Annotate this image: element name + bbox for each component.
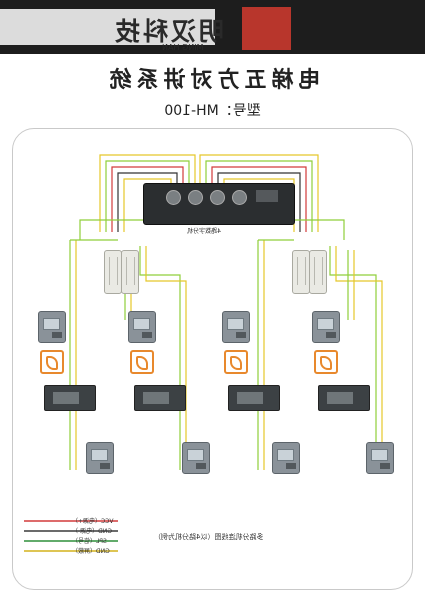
car-unit-3 [228, 385, 280, 411]
pit-unit-4 [366, 442, 394, 474]
router-label: 4路数字分机 [187, 228, 221, 235]
call-hand-icon [40, 350, 64, 374]
legend-gnd-shield: GND（屏蔽） [72, 548, 110, 555]
legend-vcc: VCC（电源+） [72, 518, 114, 525]
car-unit-4 [318, 385, 370, 411]
car-unit-2 [134, 385, 186, 411]
duty-phone-left-1 [104, 250, 122, 294]
duty-phone-right-1 [292, 250, 310, 294]
car-top-unit-2 [128, 311, 156, 343]
diagram-frame [12, 128, 413, 590]
legend-spl: SPL（信号） [72, 538, 107, 545]
duty-phone-left-2 [121, 250, 139, 294]
logo-square-icon [242, 7, 291, 50]
company-logo: 明汉科技 MING HAN [0, 9, 224, 52]
car-top-unit-4 [312, 311, 340, 343]
legend-gnd-power: GND（电源-） [72, 528, 112, 535]
call-hand-icon [130, 350, 154, 374]
car-top-unit-3 [222, 311, 250, 343]
pit-unit-3 [272, 442, 300, 474]
four-way-router [143, 183, 295, 225]
duty-phone-right-2 [309, 250, 327, 294]
footer-note: 多路分机连线图（以4路分机为例） [154, 533, 264, 541]
call-hand-icon [314, 350, 338, 374]
pit-unit-2 [182, 442, 210, 474]
pit-unit-1 [86, 442, 114, 474]
car-top-unit-1 [38, 311, 66, 343]
car-unit-1 [44, 385, 96, 411]
call-hand-icon [224, 350, 248, 374]
